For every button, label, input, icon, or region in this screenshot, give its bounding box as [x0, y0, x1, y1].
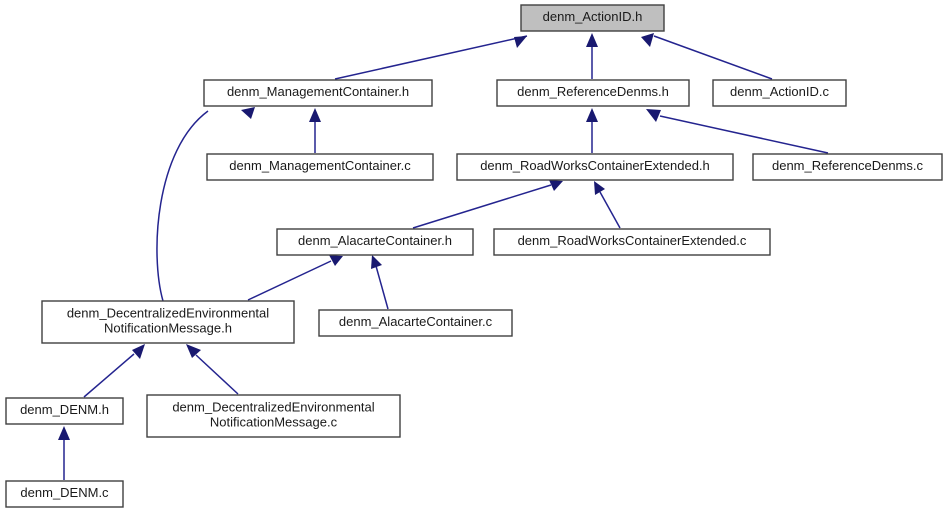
edge-alacarte_h-to-roadworks_h: [412, 180, 563, 229]
graph-node-mgmt_h[interactable]: denm_ManagementContainer.h: [203, 79, 433, 107]
edge-refdenms_c-to-refdenms_h: [646, 109, 829, 154]
arrowhead-icon: [132, 344, 145, 359]
node-label: denm_RoadWorksContainerExtended.h: [480, 158, 710, 173]
node-label: denm_ManagementContainer.h: [227, 84, 409, 99]
node-label: denm_ReferenceDenms.h: [517, 84, 669, 99]
node-box[interactable]: [203, 79, 433, 107]
node-box[interactable]: [206, 153, 434, 181]
node-label: denm_AlacarteContainer.h: [298, 233, 452, 248]
edge-line: [83, 353, 135, 398]
edge-line: [247, 260, 332, 301]
node-box[interactable]: [520, 4, 665, 32]
edge-roadworks_h-to-refdenms_h: [586, 108, 598, 153]
nodes-layer: denm_ActionID.h denm_ManagementContainer.…: [5, 4, 943, 508]
node-box[interactable]: [496, 79, 690, 107]
edge-denmsg_c-to-denmsg_h: [186, 344, 239, 395]
graph-node-mgmt_c[interactable]: denm_ManagementContainer.c: [206, 153, 434, 181]
node-box[interactable]: [456, 153, 734, 181]
edge-mgmt_c-to-mgmt_h: [309, 108, 321, 153]
edge-denm_c-to-denm_h: [58, 426, 70, 480]
arrowhead-icon: [586, 33, 598, 47]
arrowhead-icon: [594, 181, 605, 195]
edge-line: [653, 35, 773, 80]
edge-mgmt_h-to-actionid_h: [334, 35, 528, 80]
node-label: denm_ActionID.c: [730, 84, 829, 99]
edge-line: [375, 265, 389, 310]
arrowhead-icon: [371, 255, 382, 269]
graph-node-refdenms_c[interactable]: denm_ReferenceDenms.c: [752, 153, 943, 181]
arrowhead-icon: [309, 108, 321, 122]
arrowhead-icon: [329, 255, 343, 266]
arrowhead-icon: [646, 109, 661, 122]
edge-refdenms_h-to-actionid_h: [586, 33, 598, 79]
graph-node-denm_h[interactable]: denm_DENM.h: [5, 397, 124, 425]
node-box[interactable]: [276, 228, 474, 256]
arrowhead-icon: [241, 107, 255, 119]
graph-node-actionid_h[interactable]: denm_ActionID.h: [520, 4, 665, 32]
edge-line: [334, 35, 528, 80]
graph-node-roadworks_c[interactable]: denm_RoadWorksContainerExtended.c: [493, 228, 771, 256]
node-box[interactable]: [493, 228, 771, 256]
arrowhead-icon: [186, 344, 201, 358]
arrowhead-icon: [586, 108, 598, 122]
node-box[interactable]: [712, 79, 847, 107]
edge-alacarte_c-to-alacarte_h: [371, 255, 389, 310]
graph-node-denm_c[interactable]: denm_DENM.c: [5, 480, 124, 508]
edge-roadworks_c-to-roadworks_h: [594, 181, 621, 229]
node-label: denm_RoadWorksContainerExtended.c: [518, 233, 747, 248]
edge-actionid_c-to-actionid_h: [641, 33, 773, 80]
edge-line: [659, 115, 829, 154]
edge-line: [412, 184, 552, 229]
arrowhead-icon: [641, 33, 654, 47]
node-box[interactable]: [146, 394, 401, 438]
node-box[interactable]: [41, 300, 295, 344]
arrowhead-icon: [549, 180, 563, 191]
node-label: denm_ActionID.h: [543, 9, 643, 24]
edge-line: [156, 110, 209, 302]
edge-line: [195, 354, 239, 395]
node-box[interactable]: [752, 153, 943, 181]
node-label: denm_DENM.c: [20, 485, 109, 500]
edge-denm_h-to-denmsg_h: [83, 344, 145, 398]
node-box[interactable]: [318, 309, 513, 337]
edges-layer: [58, 33, 829, 480]
edge-denmsg_h-to-mgmt_h: [156, 107, 255, 302]
node-box[interactable]: [5, 480, 124, 508]
node-label: denm_DENM.h: [20, 402, 109, 417]
node-label: denm_ReferenceDenms.c: [772, 158, 924, 173]
edge-line: [599, 191, 621, 229]
graph-node-alacarte_h[interactable]: denm_AlacarteContainer.h: [276, 228, 474, 256]
graph-node-refdenms_h[interactable]: denm_ReferenceDenms.h: [496, 79, 690, 107]
edge-denmsg_h-to-alacarte_h: [247, 255, 343, 301]
graph-node-alacarte_c[interactable]: denm_AlacarteContainer.c: [318, 309, 513, 337]
arrowhead-icon: [514, 36, 527, 48]
node-label: denm_ManagementContainer.c: [229, 158, 411, 173]
node-label: denm_AlacarteContainer.c: [339, 314, 493, 329]
graph-node-actionid_c[interactable]: denm_ActionID.c: [712, 79, 847, 107]
node-box[interactable]: [5, 397, 124, 425]
graph-node-roadworks_h[interactable]: denm_RoadWorksContainerExtended.h: [456, 153, 734, 181]
arrowhead-icon: [58, 426, 70, 440]
